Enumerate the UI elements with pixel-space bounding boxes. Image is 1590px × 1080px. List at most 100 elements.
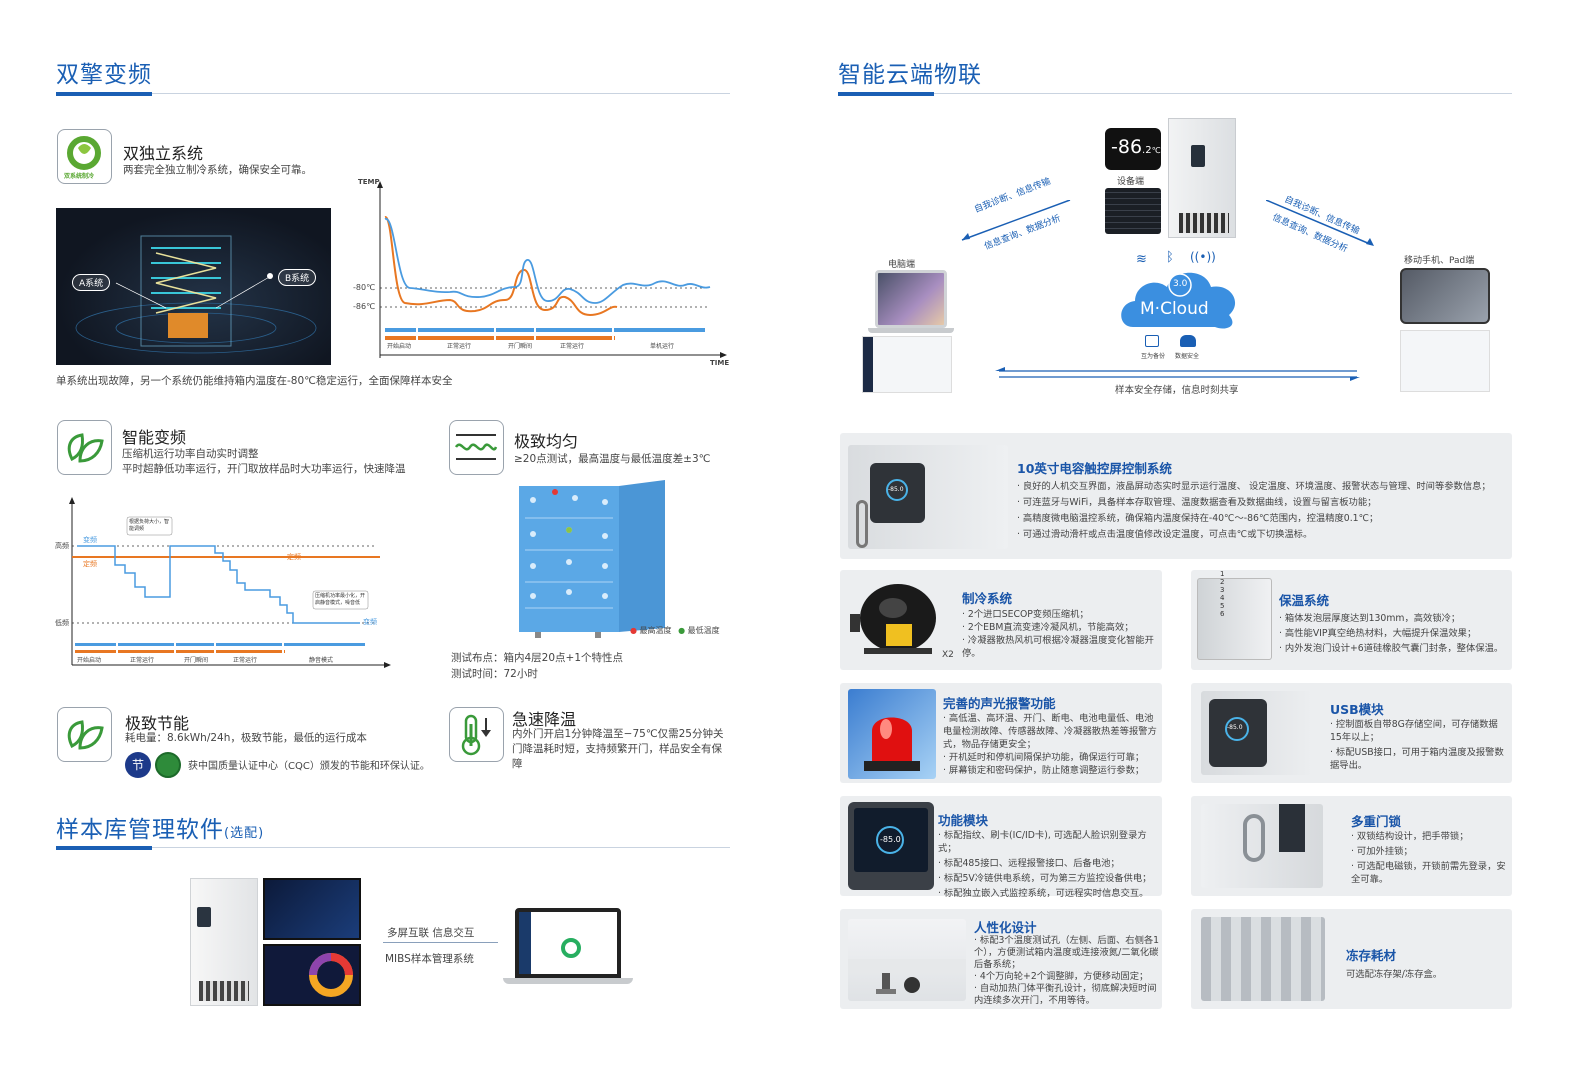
pc-laptop-base — [868, 328, 954, 333]
arrow-left-group — [960, 199, 1080, 241]
func-title: 功能模块 — [938, 813, 989, 828]
section-underline-2 — [56, 845, 730, 850]
section-title-cloud: 智能云端物联 — [838, 62, 982, 88]
section-title-inverter: 双擎变频 — [56, 62, 152, 88]
freq-inverter-label: 变频 — [83, 536, 97, 544]
freezer-vent — [199, 981, 249, 1001]
device-label: 设备端 — [1117, 177, 1145, 187]
pc-label: 电脑端 — [888, 260, 916, 270]
uniform-test-time: 测试时间：72小时 — [451, 668, 538, 680]
temp-phase-3: 正常运行 — [560, 343, 585, 350]
freq-chart: 高频 低频 变频 定频 定频 变频 根据负荷大小，智能调频 压缩机功率最小化，开… — [55, 495, 395, 670]
touch-title: 10英寸电容触控屏控制系统 — [1017, 461, 1172, 476]
card-usb: -85.0 USB模块 控制面板自带8G存储空间，可存储数据15年以上； 标配U… — [1191, 683, 1512, 783]
backup-icon — [1145, 335, 1159, 347]
device-freezer — [1168, 118, 1236, 238]
uniform-test-points: 测试布点：箱内4层20点+1个特性点 — [451, 652, 624, 664]
thermometer-icon — [461, 714, 491, 756]
lock-title: 多重门锁 — [1351, 814, 1402, 829]
pc-dashboard — [862, 336, 952, 393]
software-optional: (选配) — [224, 826, 265, 841]
usb-title: USB模块 — [1330, 702, 1384, 717]
touch-item: 可通过滑动滑杆或点击温度值修改设定温度，可点击℃或下切换温标。 — [1017, 528, 1507, 541]
touch-screen-ring — [886, 479, 908, 501]
touch-item: 良好的人机交互界面，液晶屏动态实时显示运行温度、 设定温度、环境温度、报警状态与… — [1017, 480, 1507, 493]
refrig-item: 2个EBM直流变速冷凝风机，节能高效； — [962, 621, 1162, 634]
temp-line-86: -86℃ — [353, 302, 376, 311]
bluetooth-icon: ᛒ — [1166, 250, 1174, 265]
usb-photo: -85.0 — [1201, 691, 1313, 775]
insul-list: 箱体发泡层厚度达到130mm，高效锁冷； 高性能VIP真空绝热材料，大幅提升保温… — [1279, 612, 1509, 655]
legend-min-dot: ● — [678, 626, 686, 635]
freq-phase-4: 静音模式 — [309, 657, 334, 664]
func-list: 标配指纹、刷卡(IC/ID卡), 可选配人脸识别登录方式； 标配485接口、远程… — [938, 829, 1163, 900]
card-refrigeration: X2 制冷系统 2个进口SECOP变频压缩机； 2个EBM直流变速冷凝风机，节能… — [840, 570, 1162, 670]
usb-screen-value: -85.0 — [1227, 724, 1243, 731]
freq-high: 高频 — [55, 542, 69, 550]
uniform-title: 极致均匀 — [514, 432, 579, 451]
touch-screen-panel: -85.0 — [870, 463, 925, 523]
legend-min: 最低温度 — [687, 626, 720, 635]
touch-list: 良好的人机交互界面，液晶屏动态实时显示运行温度、 设定温度、环境温度、报警状态与… — [1017, 480, 1507, 541]
section-underline-3 — [838, 91, 1512, 96]
share-text: 样本安全存储，信息时刻共享 — [1115, 385, 1239, 396]
wifi-icon: ≋ — [1136, 252, 1147, 267]
uniform-freezer-graphic — [515, 478, 670, 640]
cloud-version: 3.0 — [1173, 279, 1188, 289]
func-item: 标配5V冷链供电系统，可为第三方监控设备供电； — [938, 872, 1163, 885]
energy-badge — [57, 707, 112, 762]
cloud-graphic — [1115, 265, 1245, 335]
temp-y-label: TEMP — [358, 178, 380, 186]
freq-phase-3: 正常运行 — [233, 657, 258, 664]
freq-phase-1: 正常运行 — [130, 657, 155, 664]
compressor-photo — [848, 578, 948, 660]
temp-phase-4: 单机运行 — [650, 343, 675, 350]
freq-fixed-label-right: 定频 — [287, 553, 301, 561]
card-touch-screen: -85.0 10英寸电容触控屏控制系统 良好的人机交互界面，液晶屏动态实时显示运… — [840, 433, 1512, 559]
lock-handle — [1243, 814, 1265, 862]
insul-item: 高性能VIP真空绝热材料，大幅提升保温效果； — [1279, 627, 1509, 640]
refrig-title: 制冷系统 — [962, 591, 1013, 606]
device-display: -86.2℃ — [1105, 128, 1161, 170]
usb-item: 控制面板自带8G存储空间，可存储数据15年以上； — [1330, 718, 1506, 744]
arrow-right-group — [1265, 199, 1376, 248]
display-temp-unit: ℃ — [1151, 146, 1161, 155]
insul-num: 6 — [1220, 610, 1225, 618]
cqc-logo-icon: 节 — [125, 752, 151, 778]
usb-screen-panel: -85.0 — [1209, 699, 1267, 767]
refrig-item: 2个进口SECOP变频压缩机； — [962, 608, 1162, 621]
security-cloud-icon — [1180, 335, 1196, 347]
insul-title: 保温系统 — [1279, 593, 1330, 608]
display-temp-value: -86 — [1111, 136, 1143, 158]
pc-dashboard-sidebar — [863, 337, 873, 392]
freezer-panel — [197, 907, 211, 927]
rapid-desc: 内外门开启1分钟降温至−75℃仅需25分钟关门降温耗时短，支持频繁开门，样品安全… — [512, 728, 724, 770]
touch-item: 高精度微电脑温控系统，确保箱内温度保持在-40℃～-86℃范围内，控温精度0.1… — [1017, 512, 1507, 525]
pc-laptop — [875, 270, 947, 328]
temp-phase-2: 开门瞬间 — [508, 343, 533, 350]
insulation-photo — [1197, 578, 1272, 660]
alarm-photo — [848, 689, 936, 779]
compressor-count: X2 — [942, 650, 954, 660]
func-item: 标配485接口、远程报警接口、后备电池； — [938, 857, 1163, 870]
smart-inverter-desc2: 平时超静低功率运行，开门取放样品时大功率运行，快速降温 — [122, 463, 406, 475]
insul-num: 4 — [1220, 594, 1225, 602]
share-arrow — [995, 366, 1360, 381]
human-item: 自动加热门体平衡孔设计，彻底解决短时间内连续多次开门，不用等待。 — [974, 983, 1160, 1007]
software-screen-1 — [263, 878, 361, 940]
mobile-label: 移动手机、Pad端 — [1404, 256, 1475, 266]
laptop-screen — [515, 908, 621, 978]
laptop-sidebar — [519, 912, 531, 974]
consum-desc: 可选配冻存架/冻存盒。 — [1346, 969, 1443, 980]
alarm-item: 高低温、高环温、开门、断电、电池电量低、电池电量检测故障、传感器故障、冷凝器散热… — [943, 712, 1159, 751]
legend-max: 最高温度 — [639, 626, 672, 635]
touch-screen-value: -85.0 — [888, 486, 904, 493]
func-item: 标配独立嵌入式监控系统，可远程实时信息交互。 — [938, 887, 1163, 900]
temp-chart: TEMP TIME -80℃ -86℃ 开始启动 正常运行 开门瞬间 正常运行 … — [353, 175, 730, 370]
dual-system-badge: 双系统制冷 — [57, 129, 112, 184]
freezer-photo — [190, 878, 258, 1006]
insul-item: 箱体发泡层厚度达到130mm，高效锁冷； — [1279, 612, 1509, 625]
usb-list: 控制面板自带8G存储空间，可存储数据15年以上； 标配USB接口，可用于箱内温度… — [1330, 718, 1506, 772]
uniform-legend: ● 最高温度 ● 最低温度 — [630, 625, 720, 636]
dual-system-caption: 单系统出现故障，另一个系统仍能维持箱内温度在-80℃稳定运行，全面保障样本安全 — [56, 375, 453, 387]
